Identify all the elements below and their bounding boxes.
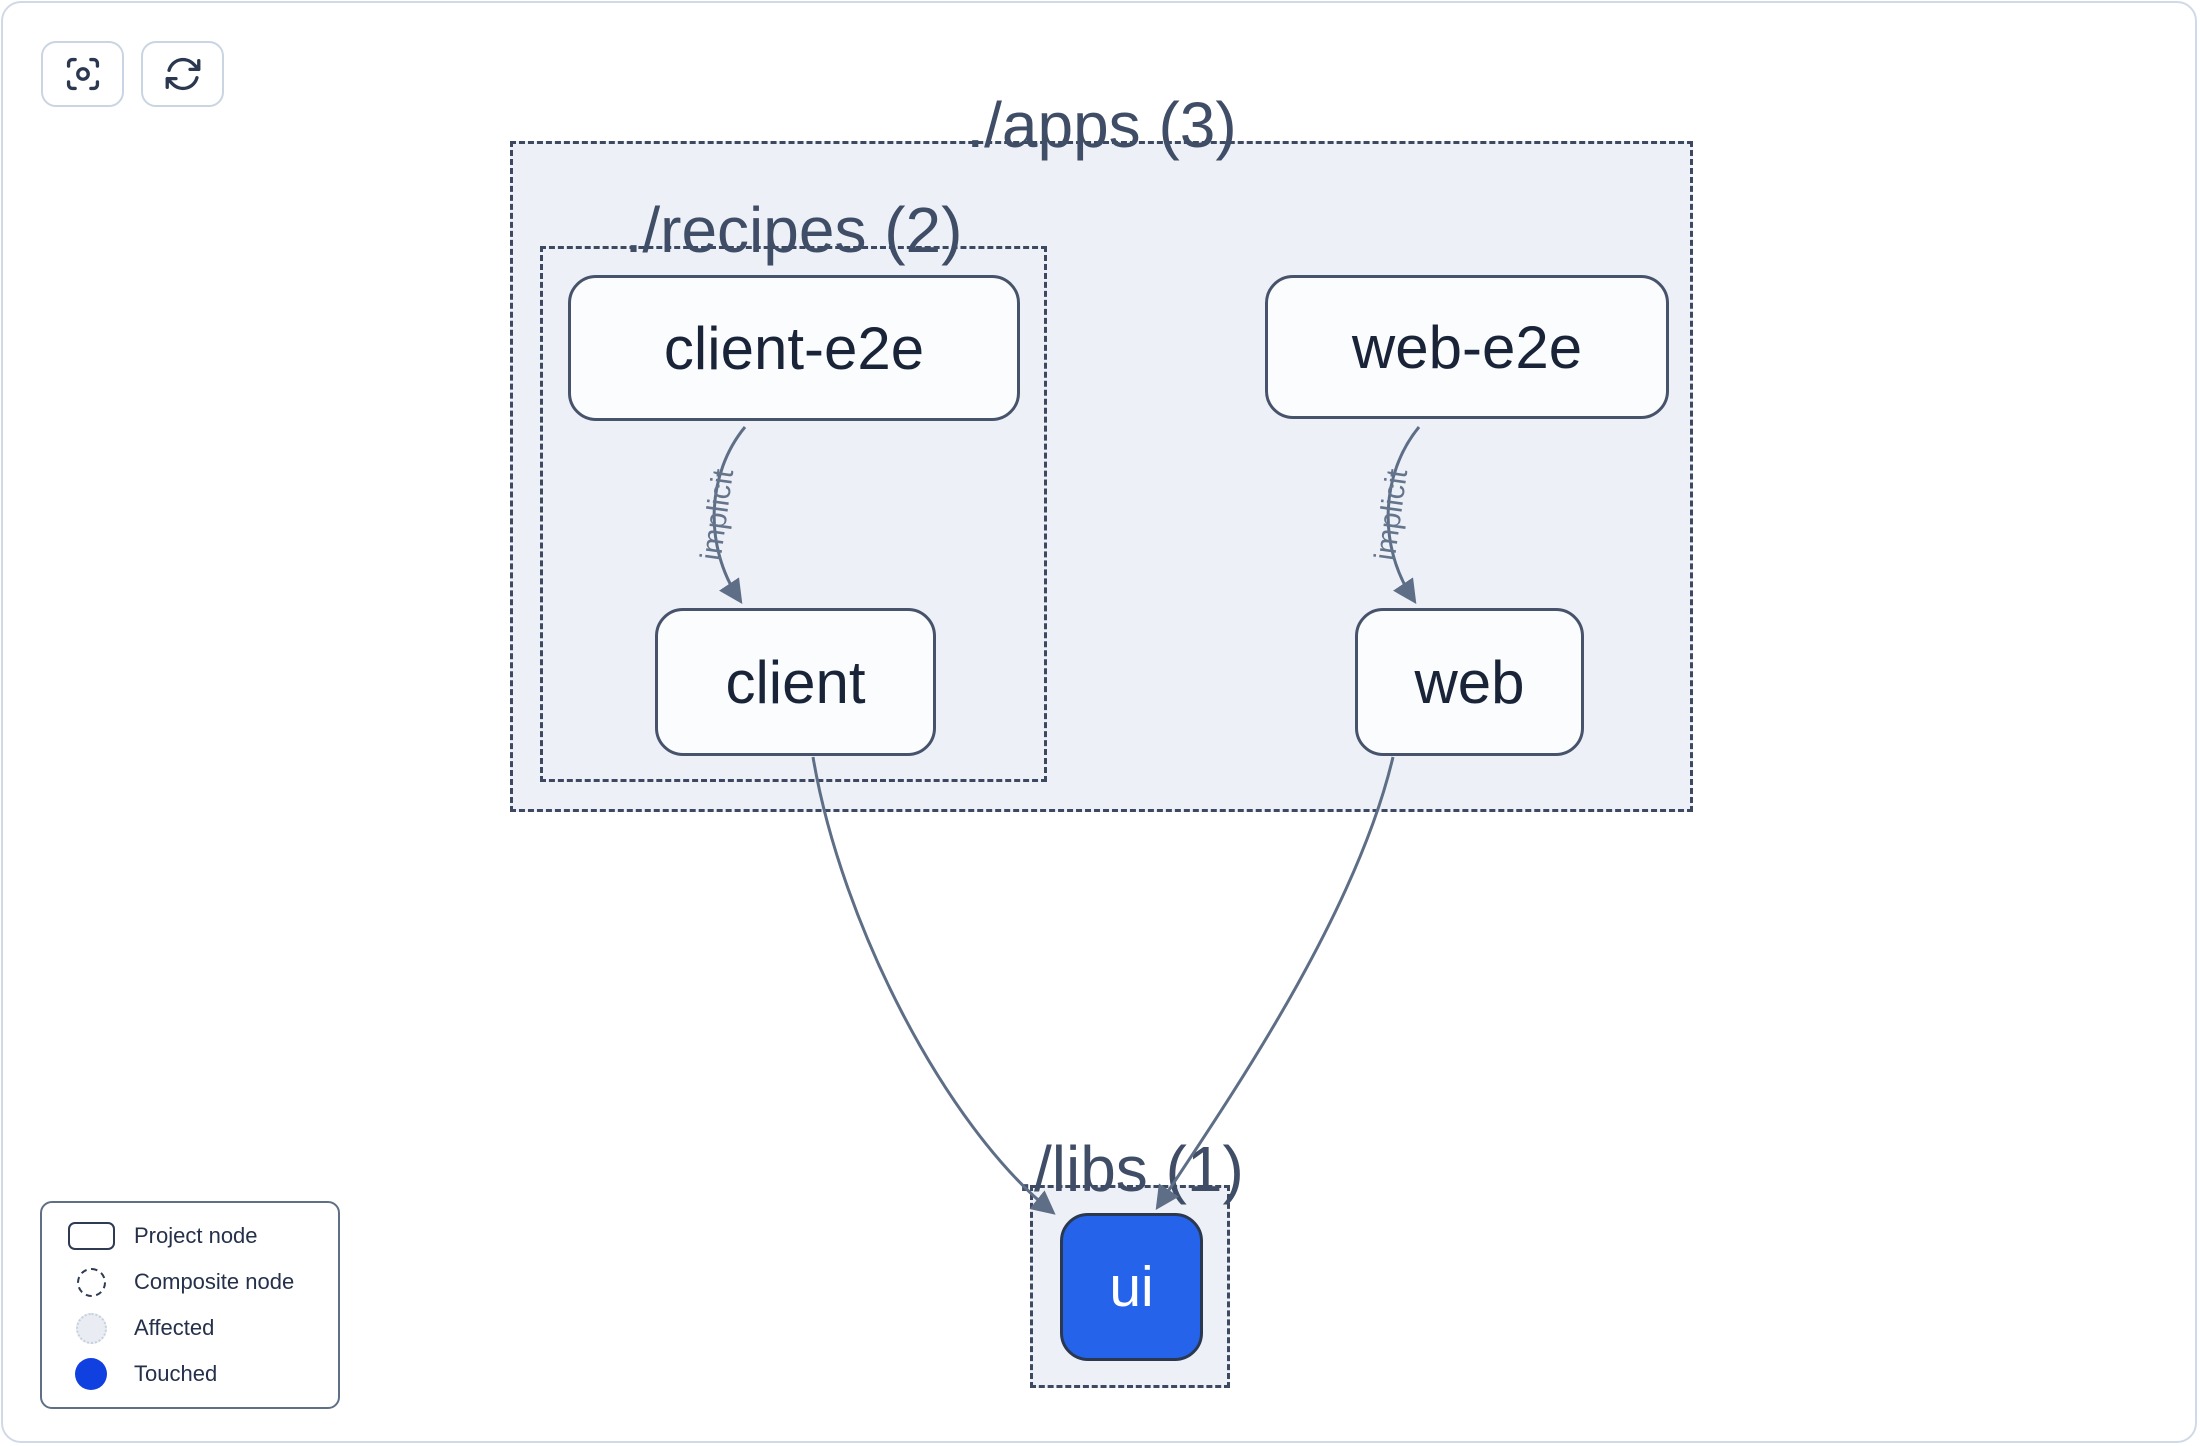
legend-label: Composite node: [134, 1269, 295, 1294]
project-node-swatch-icon: [67, 1222, 115, 1250]
refresh-button[interactable]: [141, 41, 224, 107]
viewfinder-icon: [62, 53, 104, 95]
project-node-ui[interactable]: ui: [1060, 1213, 1203, 1361]
legend-label: Touched: [134, 1361, 218, 1386]
project-node-web-e2e[interactable]: web-e2e: [1265, 275, 1669, 419]
graph-legend: Project node Composite node Affected Tou…: [40, 1201, 340, 1409]
legend-item-composite-node: Composite node: [62, 1259, 318, 1305]
project-node-client[interactable]: client: [655, 608, 936, 756]
project-node-client-e2e[interactable]: client-e2e: [568, 275, 1020, 421]
legend-item-project-node: Project node: [62, 1213, 318, 1259]
affected-swatch-icon: [75, 1312, 107, 1344]
graph-toolbar: [41, 41, 224, 107]
composite-node-swatch-icon: [76, 1267, 106, 1297]
composite-label-libs: ./libs (1): [1016, 1132, 1244, 1205]
project-node-web[interactable]: web: [1355, 608, 1584, 756]
composite-label-apps: ./apps (3): [966, 88, 1237, 161]
touched-swatch-icon: [75, 1358, 107, 1390]
legend-item-affected: Affected: [62, 1305, 318, 1351]
legend-label: Project node: [134, 1223, 258, 1248]
composite-label-recipes: ./recipes (2): [624, 193, 963, 266]
refresh-icon: [162, 53, 204, 95]
legend-item-touched: Touched: [62, 1351, 318, 1397]
focus-button[interactable]: [41, 41, 124, 107]
legend-label: Affected: [134, 1315, 215, 1340]
